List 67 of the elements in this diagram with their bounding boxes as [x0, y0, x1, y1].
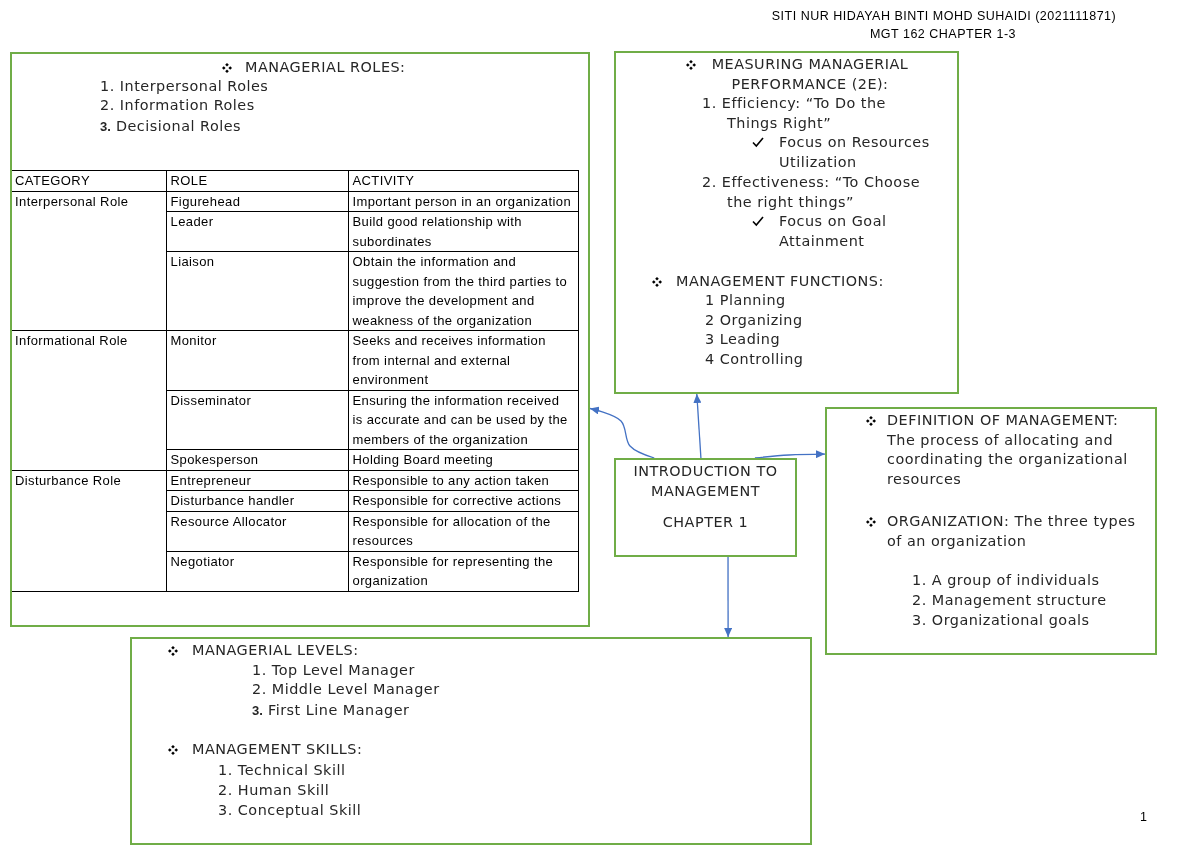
list-item: 1. A group of individuals	[912, 571, 1101, 590]
table-cell: Responsible for representing the organization	[348, 551, 578, 591]
table-cell: Negotiator	[166, 551, 348, 591]
list-item: 2. Management structure	[912, 591, 1108, 610]
table-cell: Disturbance handler	[166, 490, 348, 511]
topic-title: CHAPTER 1	[661, 513, 750, 532]
column-header: ROLE	[166, 170, 348, 191]
list-item: 2. Middle Level Manager	[252, 680, 441, 699]
column-header: ACTIVITY	[348, 170, 578, 191]
topic-box	[614, 458, 797, 557]
list-item: 3. Decisional Roles	[100, 117, 243, 136]
list-item: 2. Human Skill	[218, 781, 331, 800]
table-cell: Holding Board meeting	[348, 449, 578, 470]
list-item: 3 Leading	[705, 330, 782, 349]
content-panel	[825, 407, 1157, 655]
table-cell: Disseminator	[166, 390, 348, 450]
section-heading: MEASURING MANAGERIAL PERFORMANCE (2E):	[710, 55, 910, 94]
table-cell: Responsible for corrective actions	[348, 490, 578, 511]
table-cell: Important person in an organization	[348, 191, 578, 212]
table-cell: Responsible for allocation of the resources	[348, 511, 578, 551]
list-item: 3. Conceptual Skill	[218, 801, 363, 820]
page-number: 1	[1140, 810, 1148, 825]
list-item: 3. First Line Manager	[252, 701, 411, 720]
arrow	[589, 406, 655, 459]
arrow	[754, 450, 826, 459]
table-cell: Leader	[166, 211, 348, 252]
table-cell: Responsible to any action taken	[348, 470, 578, 491]
definition-text: DEFINITION OF MANAGEMENT: The process of allocating and coordinating the organizational resources	[887, 411, 1129, 489]
arrow	[724, 556, 733, 638]
column-header: CATEGORY	[12, 170, 166, 191]
list-item: 2. Information Roles	[100, 96, 256, 115]
list-item: 1. Efficiency: “To Do the Things Right”	[702, 94, 887, 133]
table-cell: Ensuring the information received is accurate and can be used by the members of the organization	[348, 390, 578, 450]
course-title: MGT 162 CHAPTER 1-3	[869, 27, 1017, 42]
table-cell: Entrepreneur	[166, 470, 348, 491]
table-cell: Interpersonal Role	[12, 191, 166, 331]
list-item: 1. Top Level Manager	[252, 661, 416, 680]
list-item: Focus on Goal Attainment	[779, 212, 888, 251]
list-item: 2. Effectiveness: “To Choose the right things”	[702, 173, 921, 212]
content-panel	[614, 51, 959, 394]
list-item: Focus on Resources Utilization	[779, 133, 931, 172]
list-item: 1. Interpersonal Roles	[100, 77, 270, 96]
section-heading: MANAGEMENT FUNCTIONS:	[676, 272, 885, 291]
arrow	[693, 393, 702, 459]
topic-title: INTRODUCTION TO MANAGEMENT	[632, 462, 779, 501]
table-cell: Obtain the information and suggestion from the third parties to improve the development and weakness of the organization	[348, 251, 578, 331]
author-name: SITI NUR HIDAYAH BINTI MOHD SUHAIDI (2021111871)	[771, 9, 1117, 24]
definition-text: ORGANIZATION: The three types of an organization	[887, 512, 1137, 551]
content-panel	[130, 637, 812, 845]
section-heading: MANAGEMENT SKILLS:	[192, 740, 364, 759]
table-cell: Disturbance Role	[12, 470, 166, 591]
table-cell: Liaison	[166, 251, 348, 331]
content-panel	[10, 52, 590, 627]
list-item: 1 Planning	[705, 291, 787, 310]
table-cell: Monitor	[166, 330, 348, 390]
table-cell: Build good relationship with subordinates	[348, 211, 578, 252]
table-cell: Spokesperson	[166, 449, 348, 470]
list-item: 3. Organizational goals	[912, 611, 1091, 630]
table-cell: Resource Allocator	[166, 511, 348, 551]
table-cell: Informational Role	[12, 330, 166, 470]
section-heading: MANAGERIAL ROLES:	[245, 58, 407, 77]
list-item: 2 Organizing	[705, 311, 804, 330]
section-heading: MANAGERIAL LEVELS:	[192, 641, 360, 660]
list-item: 1. Technical Skill	[218, 761, 347, 780]
table-cell: Seeks and receives information from internal and external environment	[348, 330, 578, 390]
table-cell: Figurehead	[166, 191, 348, 212]
list-item: 4 Controlling	[705, 350, 805, 369]
